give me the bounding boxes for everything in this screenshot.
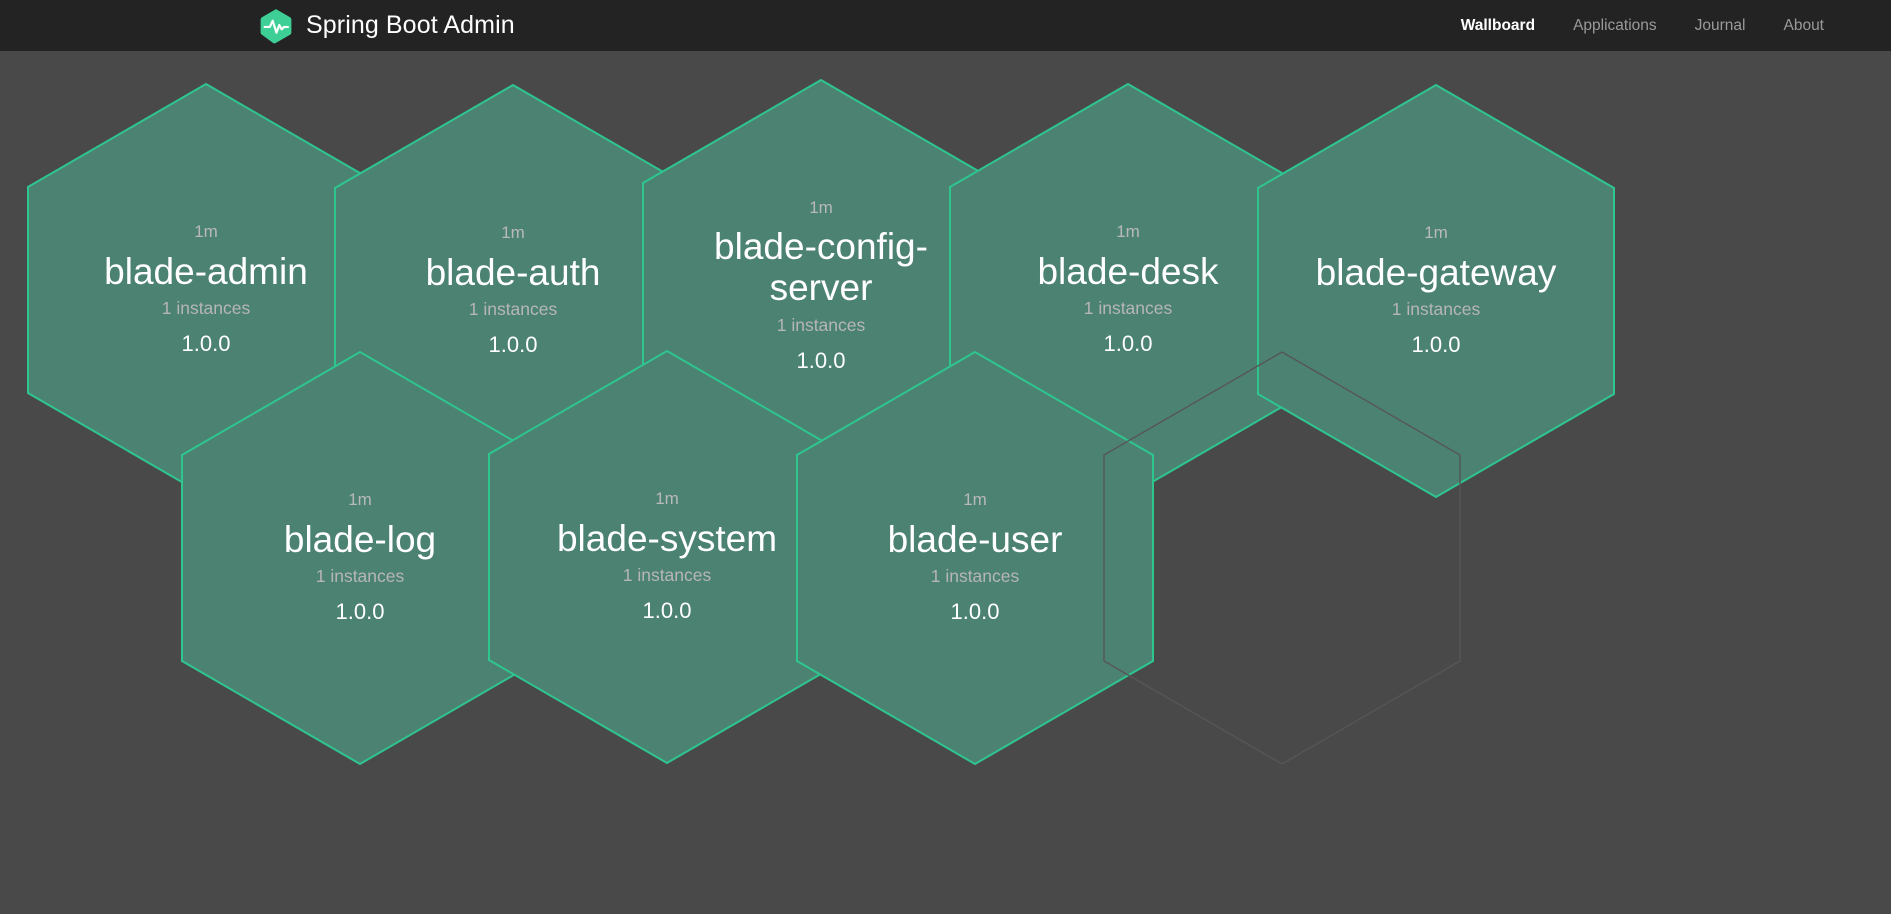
brand-title: Spring Boot Admin — [306, 11, 515, 39]
main-nav: Wallboard Applications Journal About — [1442, 0, 1843, 51]
hexagon-shape — [181, 351, 539, 765]
hexagon-shape — [796, 351, 1154, 765]
nav-item-journal[interactable]: Journal — [1694, 17, 1746, 34]
hexagon-shape — [1103, 351, 1461, 765]
hexagon-shape — [488, 350, 846, 764]
hexagon-placeholder — [1103, 351, 1461, 765]
top-navbar: Spring Boot Admin Wallboard Applications… — [0, 0, 1891, 51]
brand-home-link[interactable]: Spring Boot Admin — [257, 7, 515, 45]
heartbeat-hexagon-icon — [257, 7, 295, 45]
nav-item-applications[interactable]: Applications — [1573, 17, 1657, 34]
hexagon-shape — [1257, 84, 1615, 498]
nav-item-wallboard[interactable]: Wallboard — [1460, 17, 1536, 34]
nav-item-about[interactable]: About — [1783, 17, 1824, 34]
